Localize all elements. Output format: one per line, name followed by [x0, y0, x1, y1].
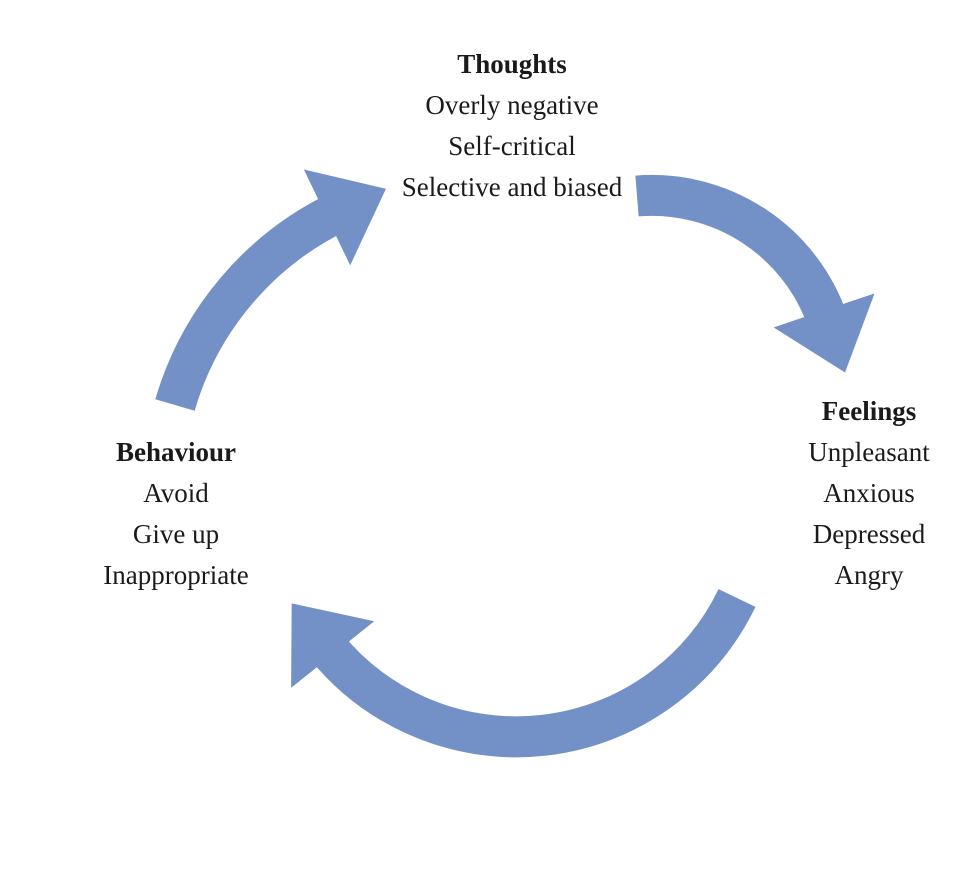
node-feelings: Feelings Unpleasant Anxious Depressed An… — [808, 391, 929, 596]
feelings-item: Depressed — [812, 519, 926, 549]
thoughts-item: Selective and biased — [401, 172, 623, 202]
node-behaviour: Behaviour Avoid Give up Inappropriate — [103, 432, 248, 596]
arrow-feelings-to-behaviour — [291, 589, 756, 758]
thoughts-item: Overly negative — [425, 90, 599, 120]
arrow-thoughts-to-feelings — [635, 174, 875, 373]
feelings-title: Feelings — [821, 396, 917, 426]
arrow-behaviour-to-thoughts — [155, 169, 386, 411]
behaviour-item: Give up — [132, 519, 220, 549]
thoughts-item: Self-critical — [448, 131, 576, 161]
behaviour-item: Avoid — [143, 478, 209, 508]
behaviour-item: Inappropriate — [103, 560, 249, 590]
feelings-item: Angry — [834, 560, 904, 590]
thoughts-title: Thoughts — [457, 49, 567, 79]
feelings-item: Anxious — [823, 478, 915, 508]
node-thoughts: Thoughts Overly negative Self-critical S… — [402, 44, 622, 208]
feelings-item: Unpleasant — [808, 437, 930, 467]
behaviour-title: Behaviour — [115, 437, 236, 467]
